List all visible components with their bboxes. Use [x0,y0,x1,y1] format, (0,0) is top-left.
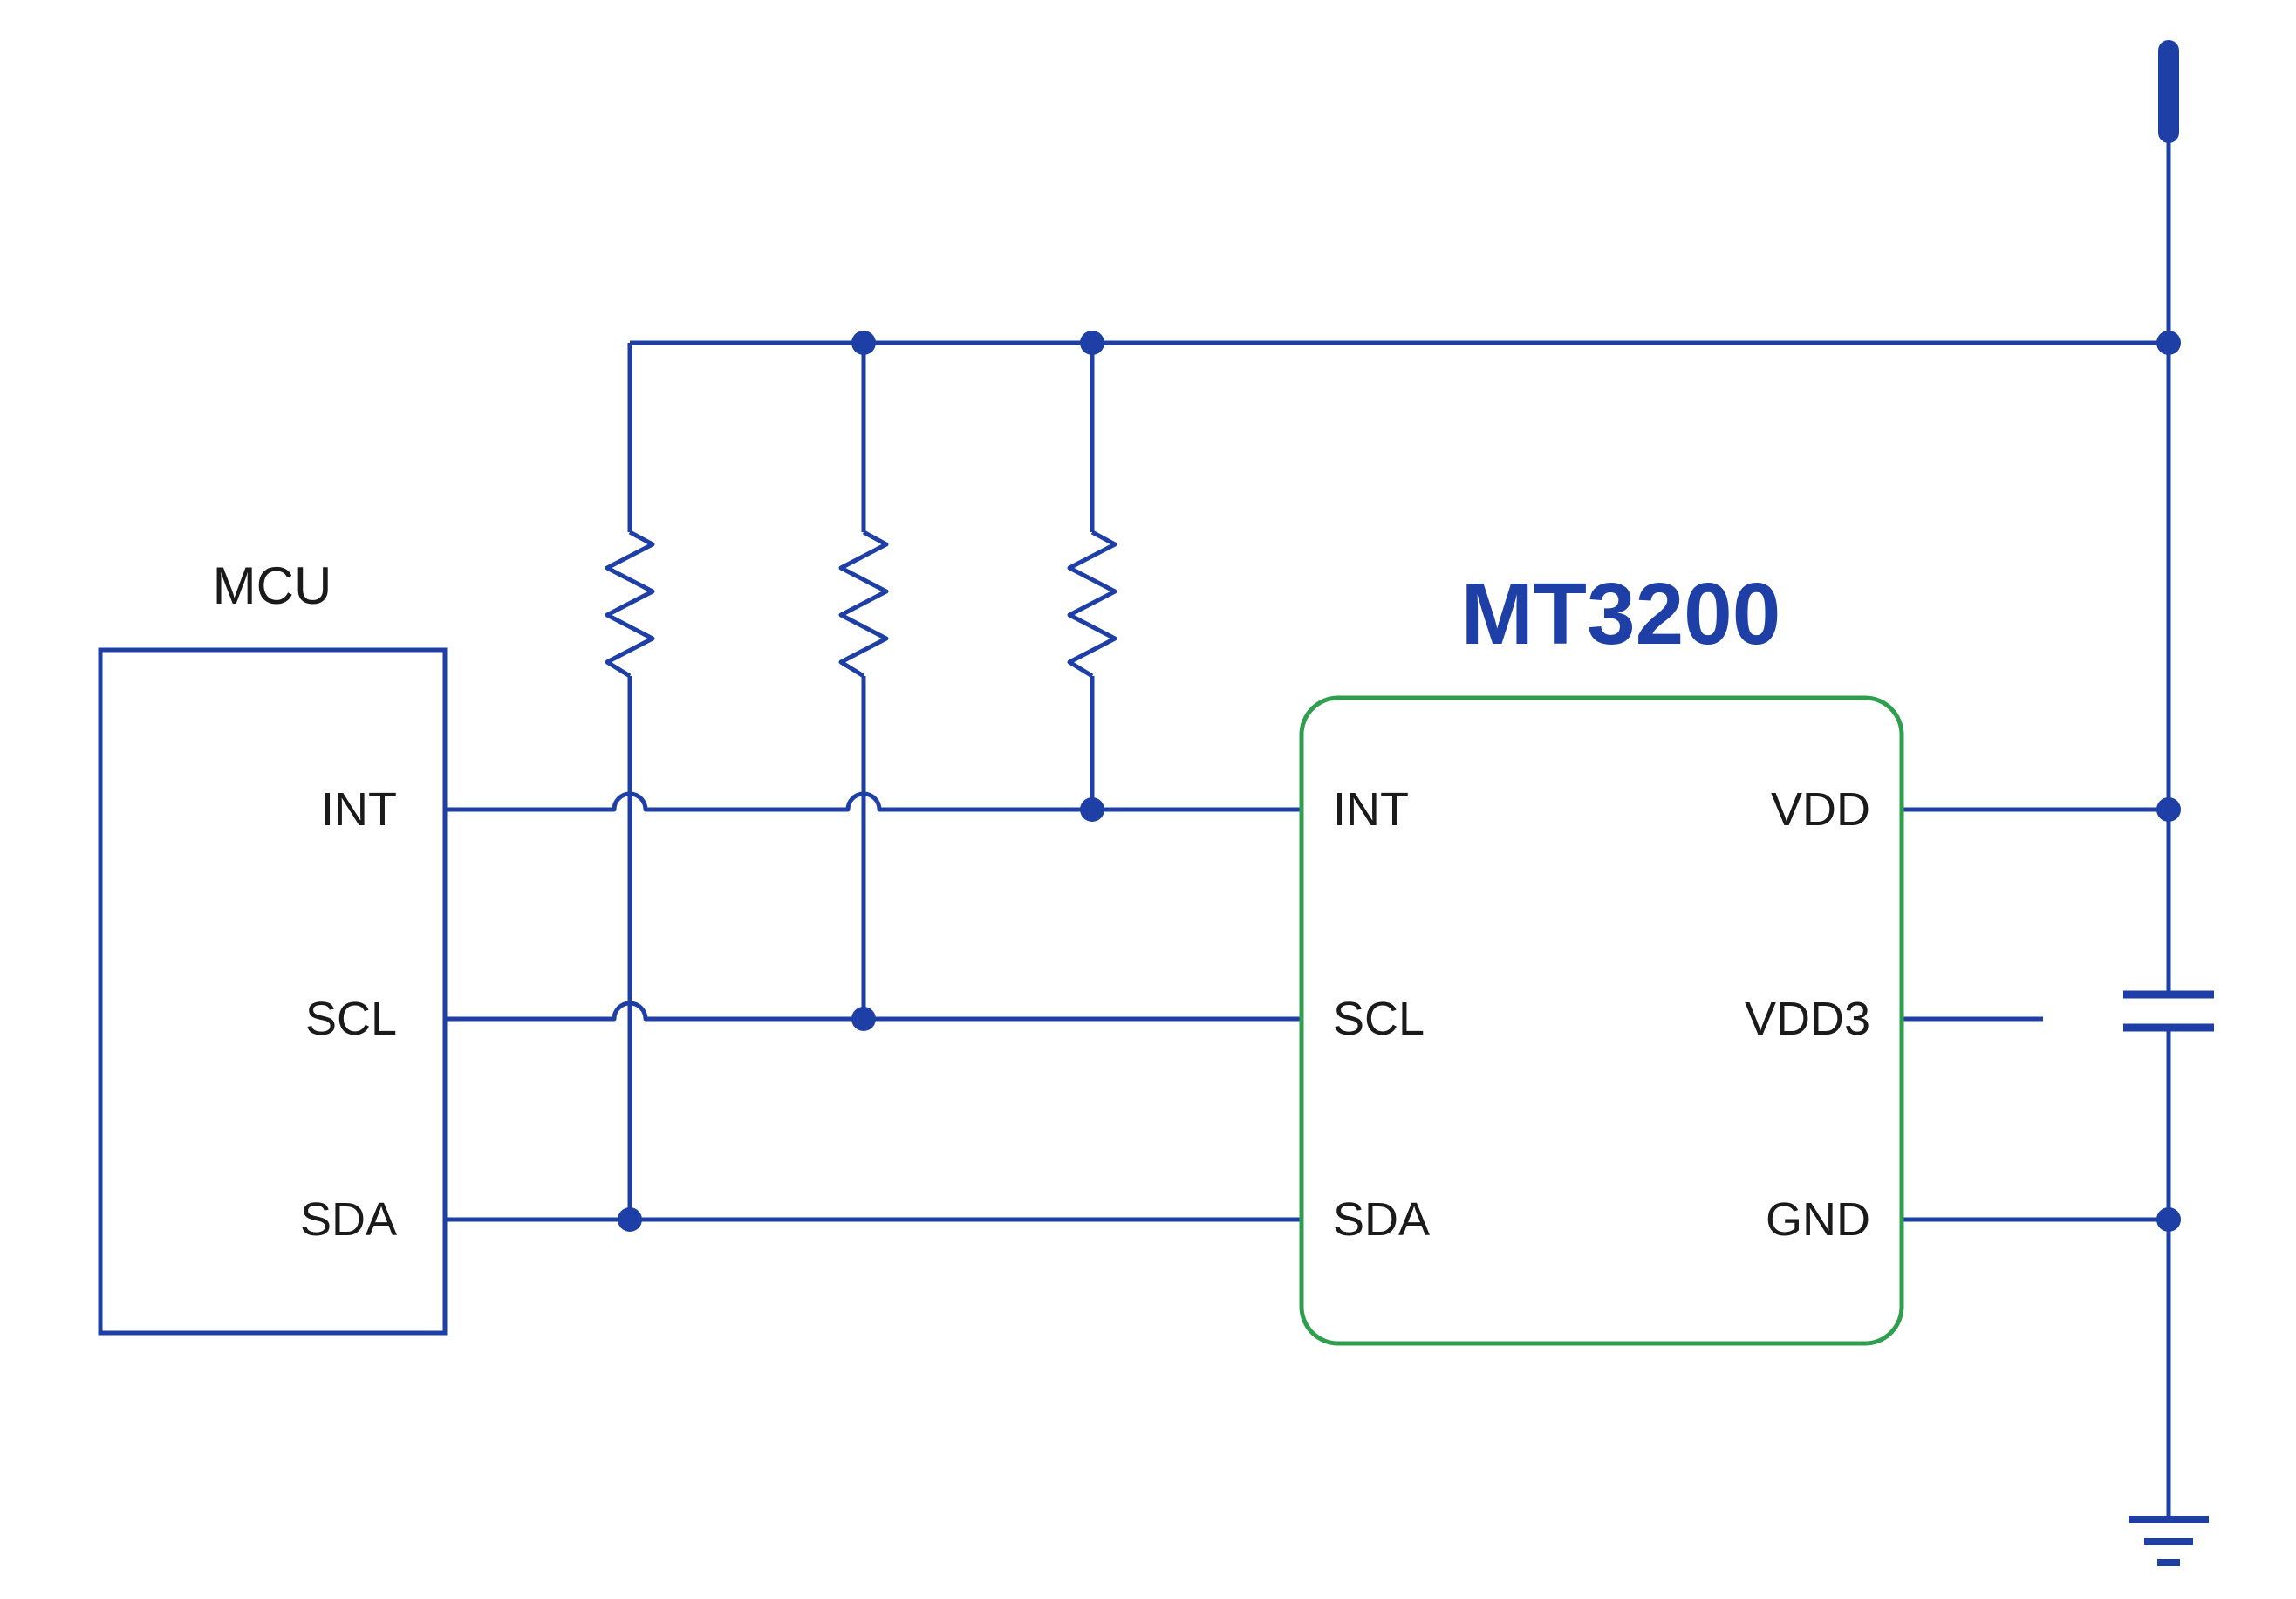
wire-scl [445,1001,1302,1022]
chip-pin-sda-label: SDA [1333,1193,1430,1246]
junction-dot [2156,1207,2181,1232]
chip-pin-int-label: INT [1333,783,1409,836]
junction-dot [851,1007,876,1031]
junction-dot [2156,797,2181,822]
resistor-zigzag [605,530,655,679]
capacitor [2123,990,2214,1032]
junction-dot [618,1207,642,1232]
pullup-resistor-int [1067,343,1117,810]
chip-pin-gnd-label: GND [1766,1193,1870,1246]
chip-pin-vdd-label: VDD [1771,783,1870,836]
pullup-resistor-sda [605,343,655,1220]
mcu-box [98,647,448,1336]
ground-symbol [2129,1516,2209,1566]
chip-box [1299,695,1904,1346]
mcu-label: MCU [213,557,332,615]
wire-int [445,791,1302,812]
mcu-pin-scl-label: SCL [305,993,397,1045]
resistor-zigzag [838,530,889,679]
junction-dot [1080,797,1104,822]
junction-dot [851,331,876,355]
chip-pin-vdd3-label: VDD3 [1745,993,1870,1045]
chip-pin-scl-label: SCL [1333,993,1425,1045]
junction-dot [2156,331,2181,355]
junction-dot [1080,331,1104,355]
chip-title: MT3200 [1461,565,1781,663]
mcu-pin-sda-label: SDA [300,1193,397,1246]
resistor-zigzag [1067,530,1117,679]
pullup-resistor-scl [838,343,889,1019]
mcu-pin-int-label: INT [321,783,397,836]
